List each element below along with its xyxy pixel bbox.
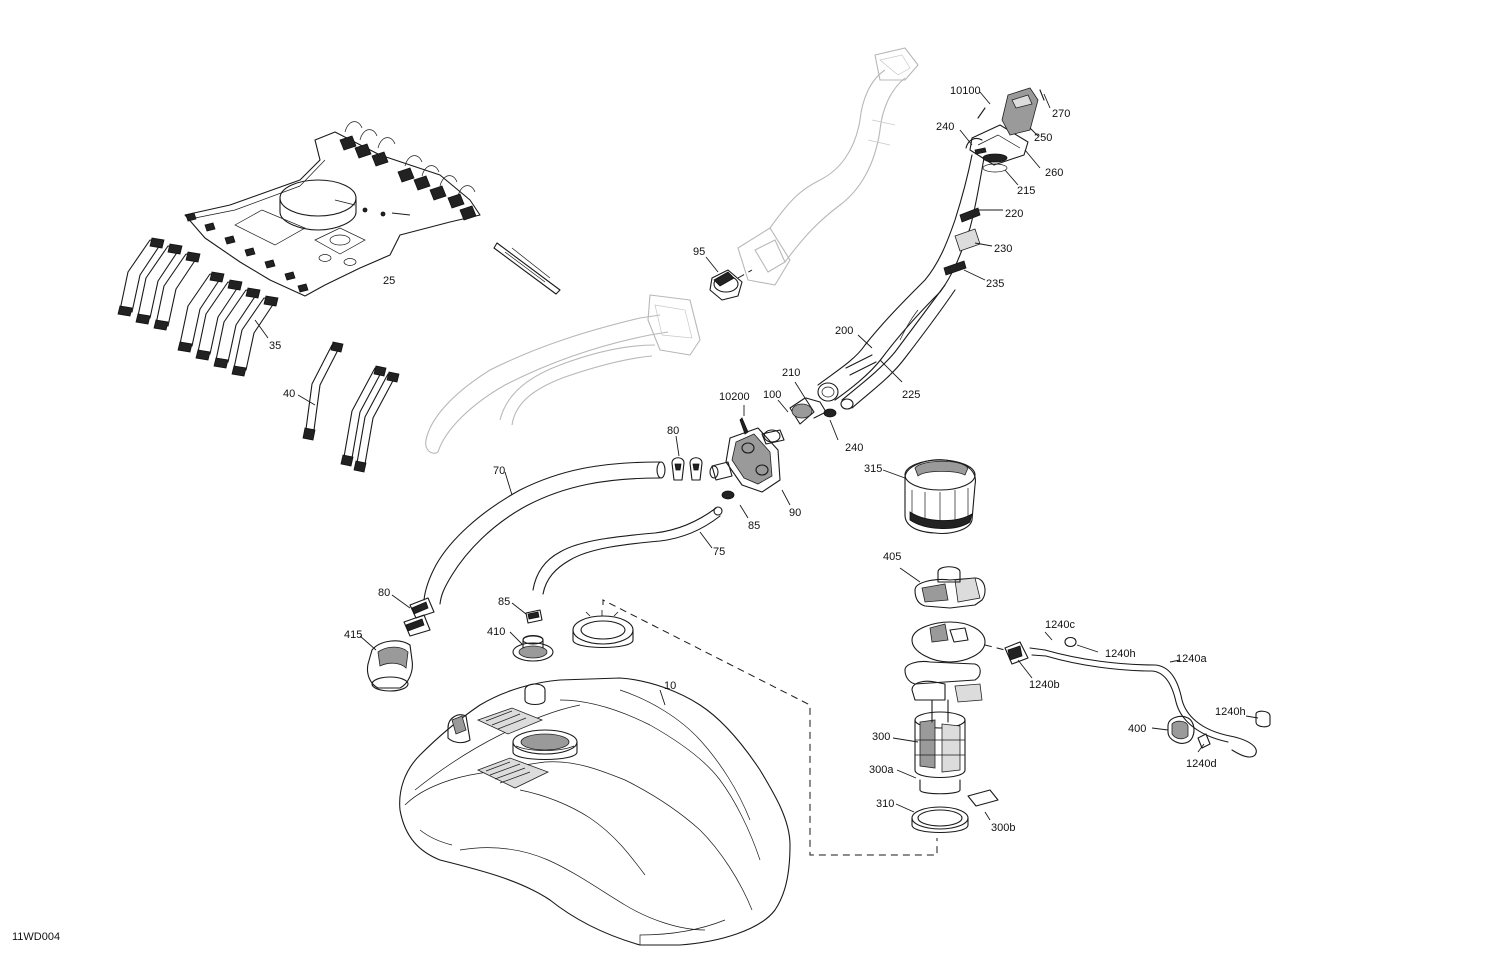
callout-100: 100 bbox=[763, 389, 781, 401]
callout-260: 260 bbox=[1045, 167, 1063, 179]
callout-300a: 300a bbox=[869, 764, 894, 776]
fuel-pump-module bbox=[892, 566, 999, 833]
callout-235: 235 bbox=[986, 278, 1004, 290]
callout-415: 415 bbox=[344, 629, 362, 641]
callout-1240b: 1240b bbox=[1029, 679, 1060, 691]
clamps-80-upper bbox=[671, 435, 703, 481]
callout-200: 200 bbox=[835, 325, 853, 337]
callout-250: 250 bbox=[1034, 132, 1052, 144]
callout-1240d: 1240d bbox=[1186, 758, 1217, 770]
vent-connector-block bbox=[709, 381, 839, 519]
strap-set-35 bbox=[117, 237, 279, 377]
evap-canister-315 bbox=[882, 459, 976, 534]
callout-225: 225 bbox=[902, 389, 920, 401]
callout-1240h-upper: 1240h bbox=[1105, 648, 1136, 660]
callout-85-upper: 85 bbox=[748, 520, 760, 532]
callout-1240h-lower: 1240h bbox=[1215, 706, 1246, 718]
ghost-filler-neck bbox=[425, 47, 919, 454]
callout-10: 10 bbox=[664, 680, 676, 692]
elbow-415 bbox=[359, 635, 413, 692]
clamps-80-lower bbox=[391, 594, 435, 637]
filler-neck-hose bbox=[817, 137, 1003, 410]
diagram-code: 11WD004 bbox=[12, 931, 60, 943]
callout-400: 400 bbox=[1128, 723, 1146, 735]
fuel-line-assembly bbox=[984, 631, 1271, 758]
callout-25: 25 bbox=[383, 275, 395, 287]
callout-1240c: 1240c bbox=[1045, 619, 1075, 631]
clamp-85-lower bbox=[511, 602, 543, 624]
callout-70: 70 bbox=[493, 465, 505, 477]
filler-adapter-95 bbox=[705, 256, 753, 301]
callout-75: 75 bbox=[713, 546, 725, 558]
callout-35: 35 bbox=[269, 340, 281, 352]
callout-80-lower: 80 bbox=[378, 587, 390, 599]
callout-10100: 10100 bbox=[950, 85, 981, 97]
vent-hose-70 bbox=[423, 461, 666, 605]
fuel-cap-assembly bbox=[959, 87, 1051, 186]
fuel-tank bbox=[399, 677, 791, 946]
callout-220: 220 bbox=[1005, 208, 1023, 220]
callout-95: 95 bbox=[693, 246, 705, 258]
callout-210: 210 bbox=[782, 367, 800, 379]
vent-hose-75 bbox=[532, 506, 723, 595]
bracket-strip bbox=[493, 242, 561, 295]
callout-labels: 10 25 35 40 70 75 80 80 85 85 90 95 100 … bbox=[269, 85, 1246, 834]
callout-270: 270 bbox=[1052, 108, 1070, 120]
callout-215: 215 bbox=[1017, 185, 1035, 197]
callout-1240a: 1240a bbox=[1176, 653, 1207, 665]
callout-85-lower: 85 bbox=[498, 596, 510, 608]
callout-40: 40 bbox=[283, 388, 295, 400]
callout-90: 90 bbox=[789, 507, 801, 519]
heat-shield-plate bbox=[184, 121, 481, 297]
callout-410: 410 bbox=[487, 626, 505, 638]
strap-set-40 bbox=[297, 341, 400, 473]
callout-230: 230 bbox=[994, 243, 1012, 255]
callout-80-upper: 80 bbox=[667, 425, 679, 437]
callout-405: 405 bbox=[883, 551, 901, 563]
callout-310: 310 bbox=[876, 798, 894, 810]
callout-240-lower: 240 bbox=[845, 442, 863, 454]
lock-ring bbox=[572, 599, 938, 856]
callout-300: 300 bbox=[872, 731, 890, 743]
grommet-410 bbox=[509, 631, 554, 662]
callout-240-upper: 240 bbox=[936, 121, 954, 133]
callout-10200: 10200 bbox=[719, 391, 750, 403]
callout-315: 315 bbox=[864, 463, 882, 475]
callout-300b: 300b bbox=[991, 822, 1015, 834]
